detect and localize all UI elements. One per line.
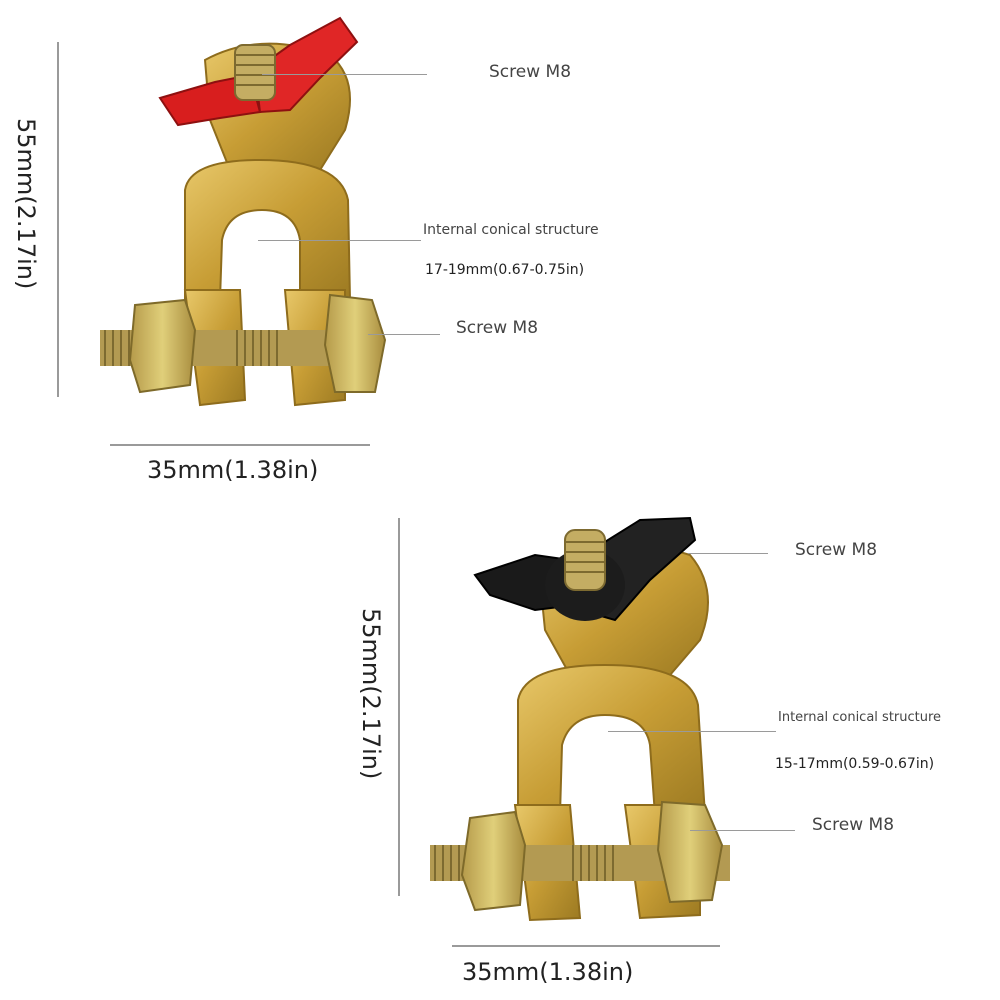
battery-clamp-black-illustration [430, 516, 730, 922]
height-dimension-label: 55mm(2.17in) [357, 608, 385, 780]
side-screw-leader-line [690, 830, 795, 831]
structure-leader-line [608, 731, 776, 732]
top-screw-label: Screw M8 [489, 62, 572, 82]
top-screw-leader-line [262, 74, 427, 75]
top-screw-leader-line [688, 553, 768, 554]
width-dimension-line [110, 444, 370, 446]
structure-size-label: 15-17mm(0.59-0.67in) [775, 756, 935, 772]
side-screw-label: Screw M8 [456, 318, 539, 338]
structure-leader-line [258, 240, 421, 241]
width-dimension-label: 35mm(1.38in) [462, 958, 634, 986]
structure-label: Internal conical structure [778, 710, 942, 725]
side-screw-leader-line [368, 334, 440, 335]
width-dimension-line [452, 945, 720, 947]
top-screw-label: Screw M8 [795, 540, 878, 560]
structure-label: Internal conical structure [423, 222, 599, 238]
side-screw-label: Screw M8 [812, 815, 895, 835]
height-dimension-line [398, 518, 400, 896]
width-dimension-label: 35mm(1.38in) [147, 456, 319, 484]
height-dimension-line [57, 42, 59, 397]
structure-size-label: 17-19mm(0.67-0.75in) [425, 262, 585, 278]
battery-clamp-red-illustration [100, 16, 387, 407]
